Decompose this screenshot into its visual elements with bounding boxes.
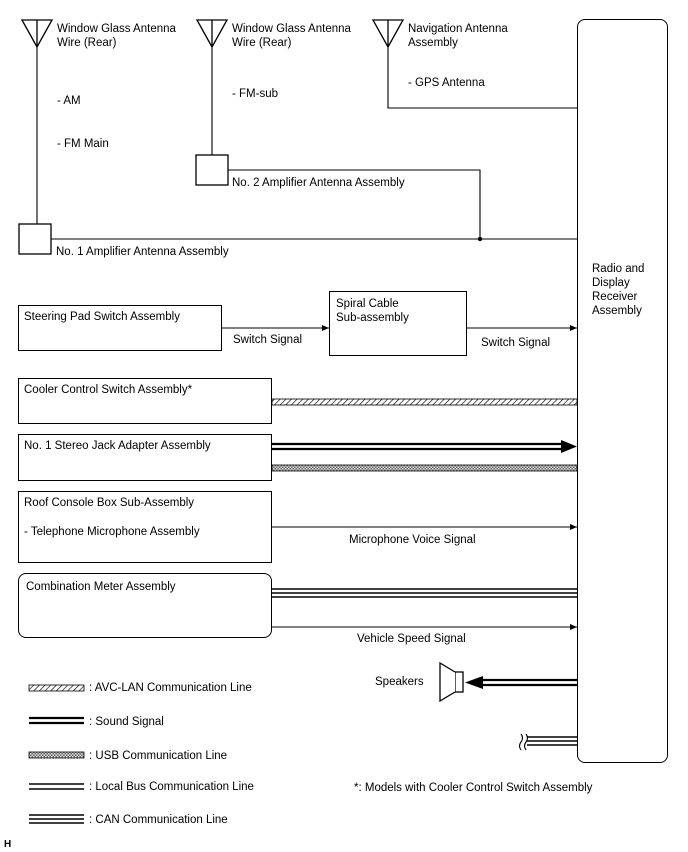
amplifier-2-label: No. 2 Amplifier Antenna Assembly [232, 177, 405, 189]
legend-can-label: : CAN Communication Line [89, 814, 228, 826]
antenna-icon-2 [195, 19, 229, 49]
switch-signal-label-1: Switch Signal [233, 334, 303, 346]
legend-sound-symbol [29, 716, 84, 725]
steering-pad-box [18, 305, 222, 351]
cooler-control-label: Cooler Control Switch Assembly* [24, 384, 193, 396]
antenna-icon-3 [371, 19, 405, 49]
junction-dot [477, 236, 483, 242]
gps-line [387, 47, 577, 109]
receiver-label: Radio and Display Receiver Assembly [592, 263, 645, 317]
combination-meter-label: Combination Meter Assembly [26, 581, 176, 593]
stereo-jack-label: No. 1 Stereo Jack Adapter Assembly [24, 440, 211, 452]
legend-local-bus-symbol [29, 783, 84, 790]
mic-voice-label: Microphone Voice Signal [349, 534, 476, 546]
spiral-cable-label: Spiral Cable Sub-assembly [336, 298, 409, 324]
legend-avc-lan-label: : AVC-LAN Communication Line [89, 682, 252, 694]
speakers-label: Speakers [375, 676, 424, 688]
legend-can-symbol [29, 814, 84, 824]
stereo-jack-sound-line [272, 440, 577, 453]
amplifier-2-box [195, 154, 229, 186]
legend-usb-label: : USB Communication Line [89, 750, 228, 762]
amp2-line [228, 169, 481, 239]
roof-console-label: Roof Console Box Sub-Assembly [24, 497, 195, 509]
speaker-sound-line [465, 676, 577, 689]
legend-local-bus-label: : Local Bus Communication Line [89, 781, 254, 793]
legend-sound-label: : Sound Signal [89, 716, 164, 728]
cooler-avc-lan-line [271, 398, 578, 406]
cooler-control-box [18, 378, 272, 424]
roof-console-box [18, 491, 272, 563]
antenna-1-band-fm: - FM Main [57, 138, 109, 150]
legend-avc-lan-symbol [28, 684, 85, 692]
antenna-1-title: Window Glass Antenna Wire (Rear) [57, 23, 176, 49]
speaker-icon [439, 661, 464, 703]
receiver-box [577, 19, 668, 763]
steering-pad-label: Steering Pad Switch Assembly [24, 311, 180, 323]
footnote: *: Models with Cooler Control Switch Ass… [354, 782, 593, 794]
vehicle-speed-label: Vehicle Speed Signal [357, 633, 466, 645]
spiral-cable-box [329, 291, 467, 356]
amplifier-1-label: No. 1 Amplifier Antenna Assembly [56, 246, 229, 258]
antenna-1-band-am: - AM [57, 95, 81, 107]
legend-usb-symbol [28, 751, 85, 759]
local-bus-line [518, 733, 577, 751]
stereo-jack-usb-line [271, 464, 578, 472]
meter-can-line [272, 588, 577, 598]
antenna-3-band: - GPS Antenna [408, 77, 485, 89]
antenna-2-band: - FM-sub [232, 88, 278, 100]
antenna-2-title: Window Glass Antenna Wire (Rear) [232, 23, 351, 49]
antenna-icon-1 [20, 19, 54, 49]
corner-mark: H [4, 839, 12, 850]
amplifier-1-box [18, 223, 52, 255]
switch-signal-label-2: Switch Signal [481, 337, 551, 349]
telephone-mic-label: - Telephone Microphone Assembly [24, 526, 200, 538]
antenna-3-title: Navigation Antenna Assembly [408, 23, 508, 49]
combination-meter-box [18, 573, 272, 638]
stereo-jack-box [18, 434, 272, 481]
